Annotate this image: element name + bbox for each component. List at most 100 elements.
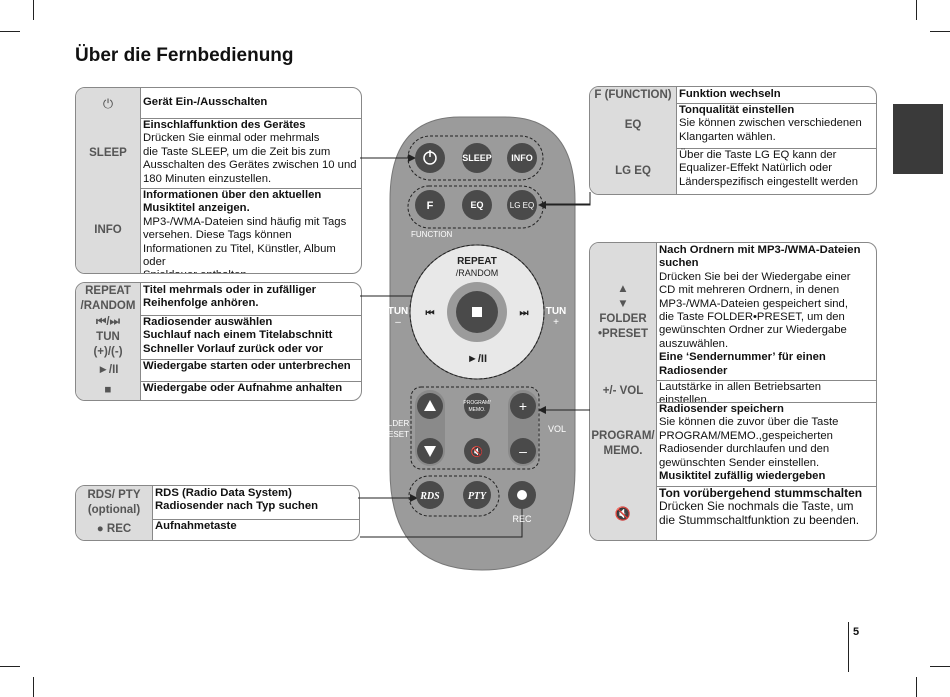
row-label: ▲▼FOLDER•PRESET: [590, 243, 656, 380]
table-row: ● REC Aufnahmetaste: [76, 519, 359, 540]
description-line: Gerät Ein-/Ausschalten: [143, 96, 268, 108]
row-divider: [76, 359, 361, 360]
info-label: INFO: [511, 153, 533, 163]
description-line: Ausschalten des Gerätes zwischen 10 und: [143, 159, 357, 172]
description-line: Drücken Sie bei der Wiedergabe einer: [659, 270, 851, 283]
stop-icon: [472, 307, 482, 317]
crop-mark: [0, 31, 20, 32]
rds-pty-group: [408, 475, 500, 517]
lgeq-label: LG EQ: [510, 201, 534, 210]
power-icon: ⏻: [102, 95, 114, 111]
description-line: RDS (Radio Data System): [155, 487, 292, 499]
description-line: Reihenfolge anhören.: [143, 297, 259, 310]
row-label: REPEAT/RANDOM: [76, 283, 140, 315]
table-row: ⏻ Gerät Ein-/Ausschalten: [76, 88, 361, 118]
description-line: Schneller Vorlauf zurück oder vor: [143, 342, 323, 355]
description-line: Radiosender: [659, 364, 728, 377]
description-line: auszuwählen.: [659, 337, 729, 350]
description-line: die Taste SLEEP, um die Zeit bis zum: [143, 145, 331, 158]
row-label: 🔇: [590, 486, 656, 540]
pty-label: PTY: [468, 491, 487, 502]
description-line: Wiedergabe starten oder unterbrechen: [143, 360, 351, 372]
row-label: +/- VOL: [590, 380, 656, 402]
row-label-text: (optional): [87, 503, 141, 516]
description-line: CD mit mehreren Ordnern, in denen: [659, 284, 840, 297]
crop-mark: [930, 666, 950, 667]
page-number: 5: [853, 626, 860, 638]
row-label-text: REPEAT: [85, 285, 131, 297]
folder-vol-group: [410, 386, 540, 470]
row-label-text: F (FUNCTION): [594, 88, 672, 101]
tun-plus-label: +: [553, 317, 559, 328]
row-label-text: ● REC: [96, 523, 132, 535]
description-line: Radiosender auswählen: [143, 316, 273, 328]
row-label-text: ►/II: [97, 363, 119, 376]
description-line: Lautstärke in allen Betriebsarten einste…: [659, 381, 822, 402]
top-buttons-group: [407, 135, 544, 181]
up-arrow-icon: [424, 400, 436, 411]
play-pause-label: ►/II: [467, 353, 487, 365]
sleep-button: [462, 143, 492, 173]
mute-button: [464, 438, 490, 464]
vol-minus-label: –: [519, 443, 527, 459]
table-row: +/- VOL Lautstärke in allen Betriebsarten…: [590, 380, 876, 402]
row-label-text: SLEEP: [89, 146, 127, 159]
row-label: ►/II: [76, 359, 140, 381]
eq-label: EQ: [470, 200, 483, 210]
pty-button: [463, 481, 491, 509]
row-divider: [590, 148, 876, 149]
function-label: FUNCTION: [411, 230, 453, 239]
column-divider: [152, 486, 153, 540]
table-row: RDS/ PTY(optional)RDS (Radio Data System…: [76, 486, 359, 519]
description-line: PROGRAM/MEMO.,gespeicherten: [659, 429, 833, 442]
rds-label: RDS: [419, 491, 440, 502]
row-label: PROGRAM/MEMO.: [590, 402, 656, 486]
row-label-text: ⏮/⏭: [96, 315, 120, 328]
description-line: Drücken Sie einmal oder mehrmals: [143, 132, 320, 145]
row-label: SLEEP: [76, 118, 140, 188]
rec-dot-icon: [517, 490, 527, 500]
description-line: Informationen über den aktuellen: [143, 189, 322, 201]
description-line: Tonqualität einstellen: [679, 104, 795, 116]
description-line: gewünschten Sender einstellen.: [659, 456, 820, 469]
description-line: Radiosender speichern: [659, 403, 784, 415]
row-label: ● REC: [76, 519, 152, 540]
description-line: Musiktitel anzeigen.: [143, 202, 250, 215]
row-label-text: +/- VOL: [602, 384, 644, 397]
table-row: ■Wiedergabe oder Aufnahme anhalten: [76, 381, 361, 400]
description-line: Nach Ordnern mit MP3-/WMA-Dateien: [659, 244, 861, 256]
column-divider: [140, 88, 141, 273]
lgeq-button: [507, 190, 537, 220]
row-label-text: INFO: [94, 224, 122, 236]
row-divider: [590, 486, 876, 487]
row-divider: [76, 118, 361, 119]
row-label: EQ: [590, 103, 676, 148]
program-memo-button: [464, 393, 490, 419]
row-description: Gerät Ein-/Ausschalten: [140, 88, 361, 118]
row-label-text: TUN: [96, 330, 120, 343]
crop-mark: [0, 666, 20, 667]
description-line: Sie können die zuvor über die Taste: [659, 416, 839, 429]
description-line: Wiedergabe oder Aufnahme anhalten: [143, 382, 343, 394]
description-line: Suchlauf nach einem Titelabschnitt: [143, 329, 333, 342]
row-description: Aufnahmetaste: [152, 519, 359, 540]
description-line: versehen. Diese Tags können: [143, 229, 292, 242]
row-label-text: EQ: [624, 119, 642, 131]
mute-icon: 🔇: [614, 505, 632, 521]
page-number-bar: [848, 622, 849, 672]
function-buttons-group: [407, 185, 544, 229]
eq-button: [462, 190, 492, 220]
